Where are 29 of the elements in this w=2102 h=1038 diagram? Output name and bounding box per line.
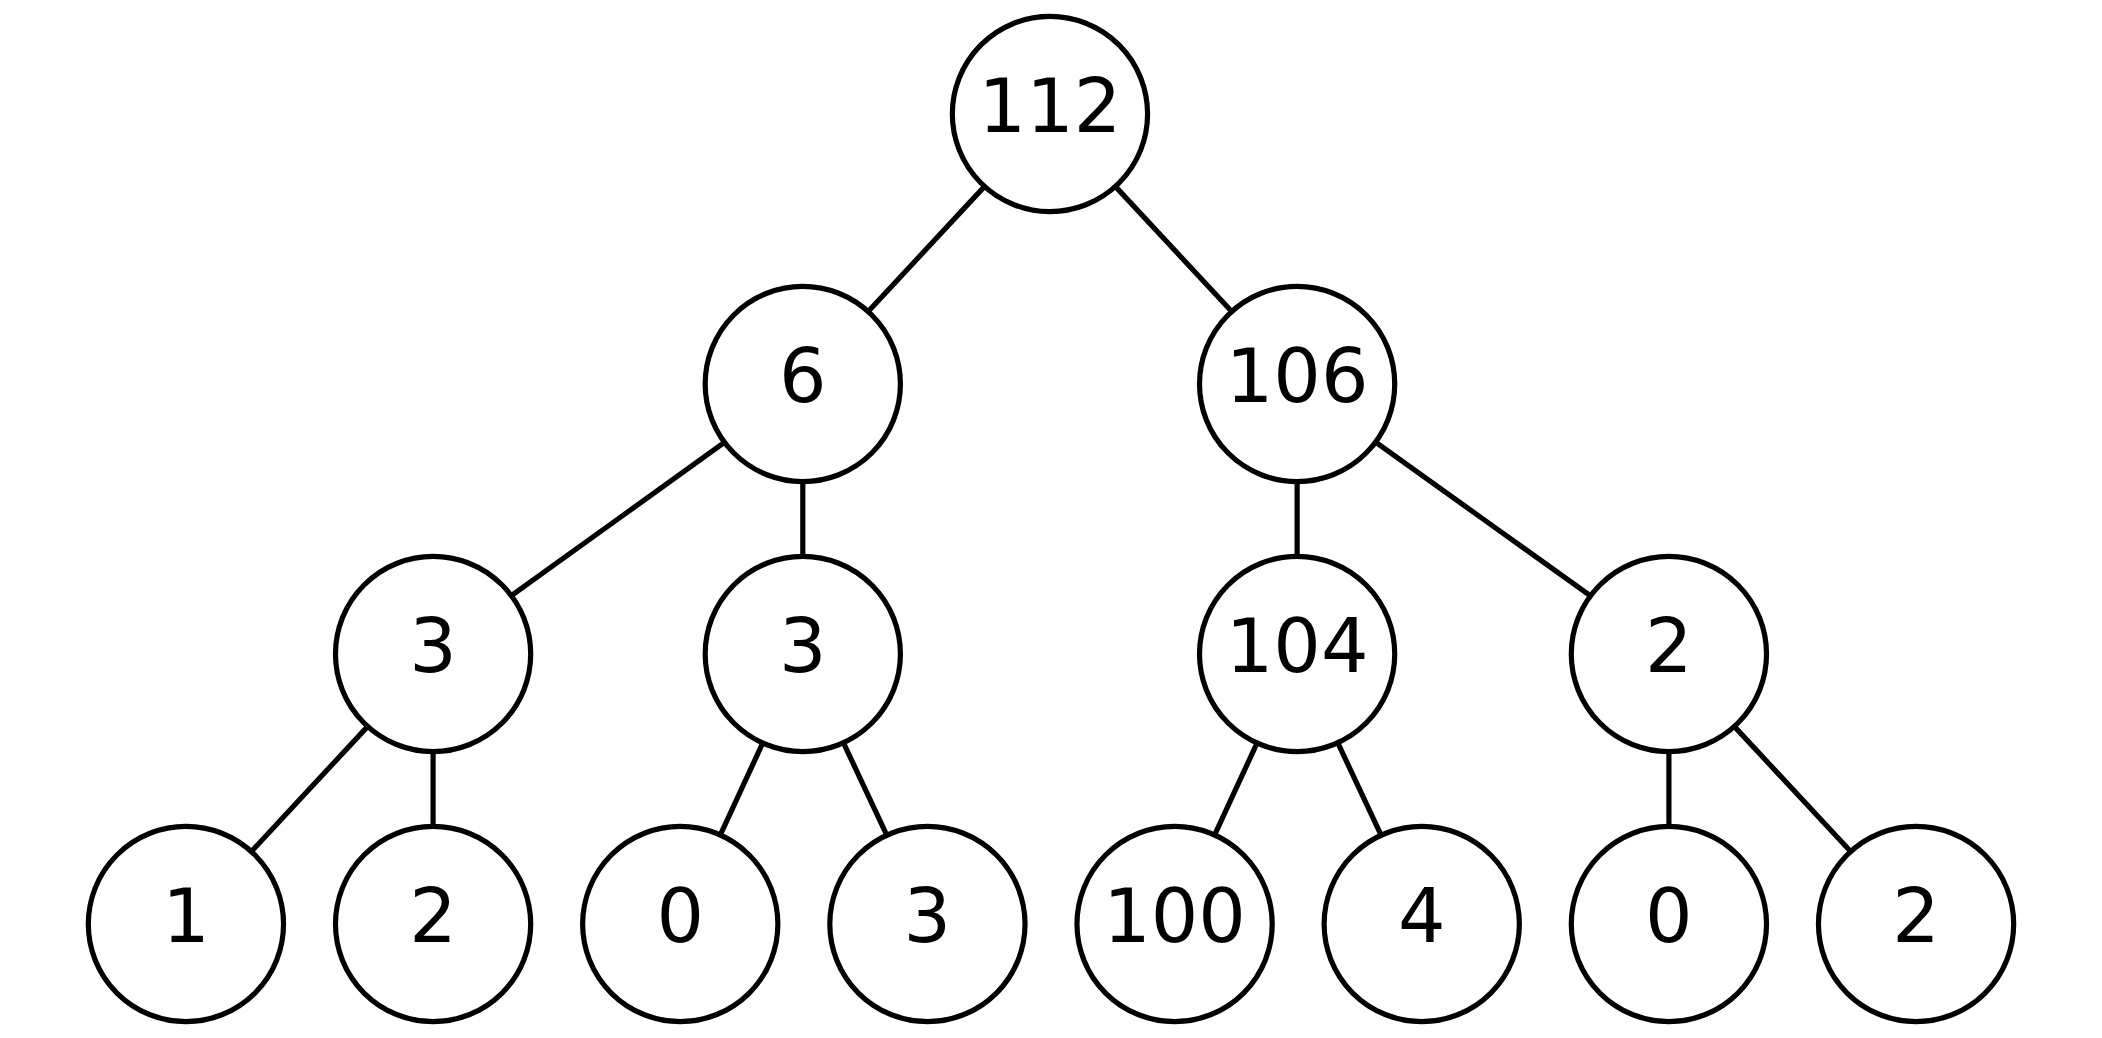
node-circle: 1 <box>85 823 287 1025</box>
node-circle: 3 <box>827 823 1028 1025</box>
connector <box>1113 184 1234 313</box>
node-circle: 2 <box>1815 823 2017 1025</box>
connector <box>1732 724 1853 853</box>
connector <box>1374 440 1592 598</box>
connector <box>249 724 370 853</box>
connector <box>866 184 987 313</box>
connector <box>430 752 436 827</box>
node-circle: 6 <box>702 283 903 485</box>
node-circle: 106 <box>1196 283 1398 485</box>
node-circle: 2 <box>1568 553 1770 755</box>
connector <box>1666 752 1672 827</box>
connector <box>1335 742 1384 836</box>
node-circle: 3 <box>702 553 903 755</box>
connector <box>718 742 766 836</box>
node-circle: 3 <box>332 553 534 755</box>
node-circle: 0 <box>1568 823 1770 1025</box>
node-circle: 100 <box>1074 823 1275 1025</box>
node-circle: 0 <box>580 823 781 1025</box>
node-circle: 2 <box>332 823 534 1025</box>
node-circle: 104 <box>1196 553 1398 755</box>
connector <box>1212 742 1260 836</box>
node-circle: 112 <box>949 13 1151 215</box>
connector <box>509 440 726 598</box>
connector <box>800 482 806 557</box>
node-circle: 4 <box>1321 823 1522 1025</box>
connector <box>841 742 889 836</box>
connector <box>1294 482 1300 557</box>
